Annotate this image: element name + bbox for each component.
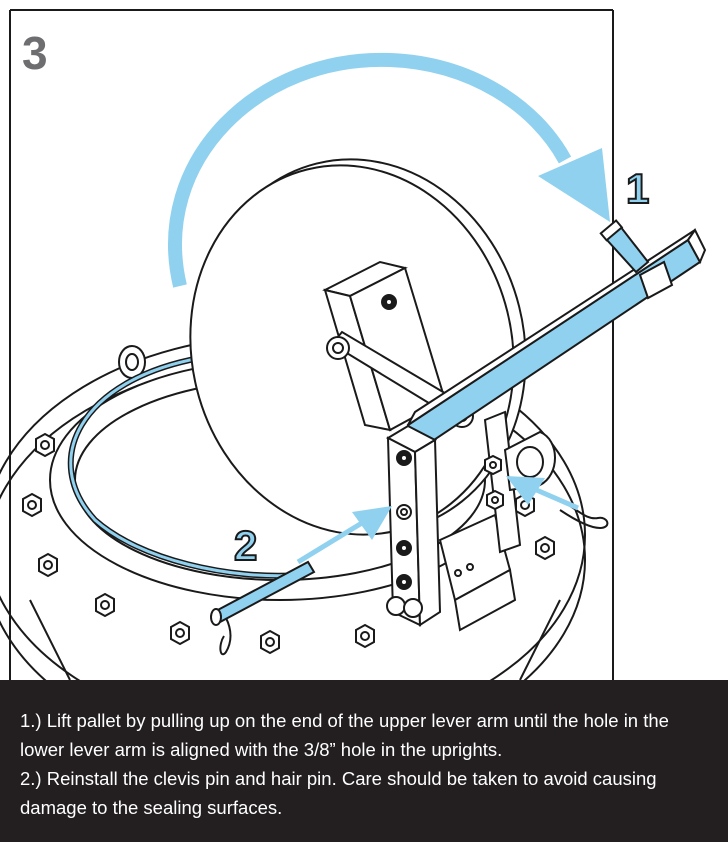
diagram-illustration: [0, 9, 707, 680]
bolt-icon: [260, 629, 280, 655]
diagram-figure: 3 1 2: [0, 9, 707, 680]
hair-pin-icon: [219, 617, 232, 656]
bolt-icon: [535, 535, 555, 561]
step-number: 3: [22, 27, 48, 79]
clevis-pin-icon: [210, 560, 316, 626]
hair-pin-icon: [559, 505, 609, 530]
callout-label-2: 2: [233, 522, 258, 569]
callout-label-1: 1: [625, 165, 650, 212]
bolt-icon: [22, 492, 42, 518]
bolt-icon: [170, 620, 190, 646]
pointer-arrow-icon: [296, 506, 392, 565]
instruction-step-2: 2.) Reinstall the clevis pin and hair pi…: [20, 768, 657, 818]
upright-side-bolt: [486, 489, 504, 511]
upright-front-plate: [381, 294, 442, 627]
rotation-arrow-icon: [168, 52, 610, 288]
upper-lever-arm: [406, 228, 707, 450]
bolt-icon: [355, 623, 375, 649]
upright-side-bolt: [484, 454, 502, 476]
clevis-pin-icon: [599, 219, 650, 274]
seal-ring-fill: [69, 356, 301, 578]
bolt-icon: [95, 592, 115, 618]
bolt-icon: [35, 432, 55, 458]
pivot-lug: [503, 430, 556, 492]
bolt-icon: [38, 552, 58, 578]
instructions-panel: 1.) Lift pallet by pulling up on the end…: [0, 680, 728, 842]
pointer-arrow-icon: [506, 476, 579, 511]
instruction-step-1: 1.) Lift pallet by pulling up on the end…: [20, 710, 669, 760]
